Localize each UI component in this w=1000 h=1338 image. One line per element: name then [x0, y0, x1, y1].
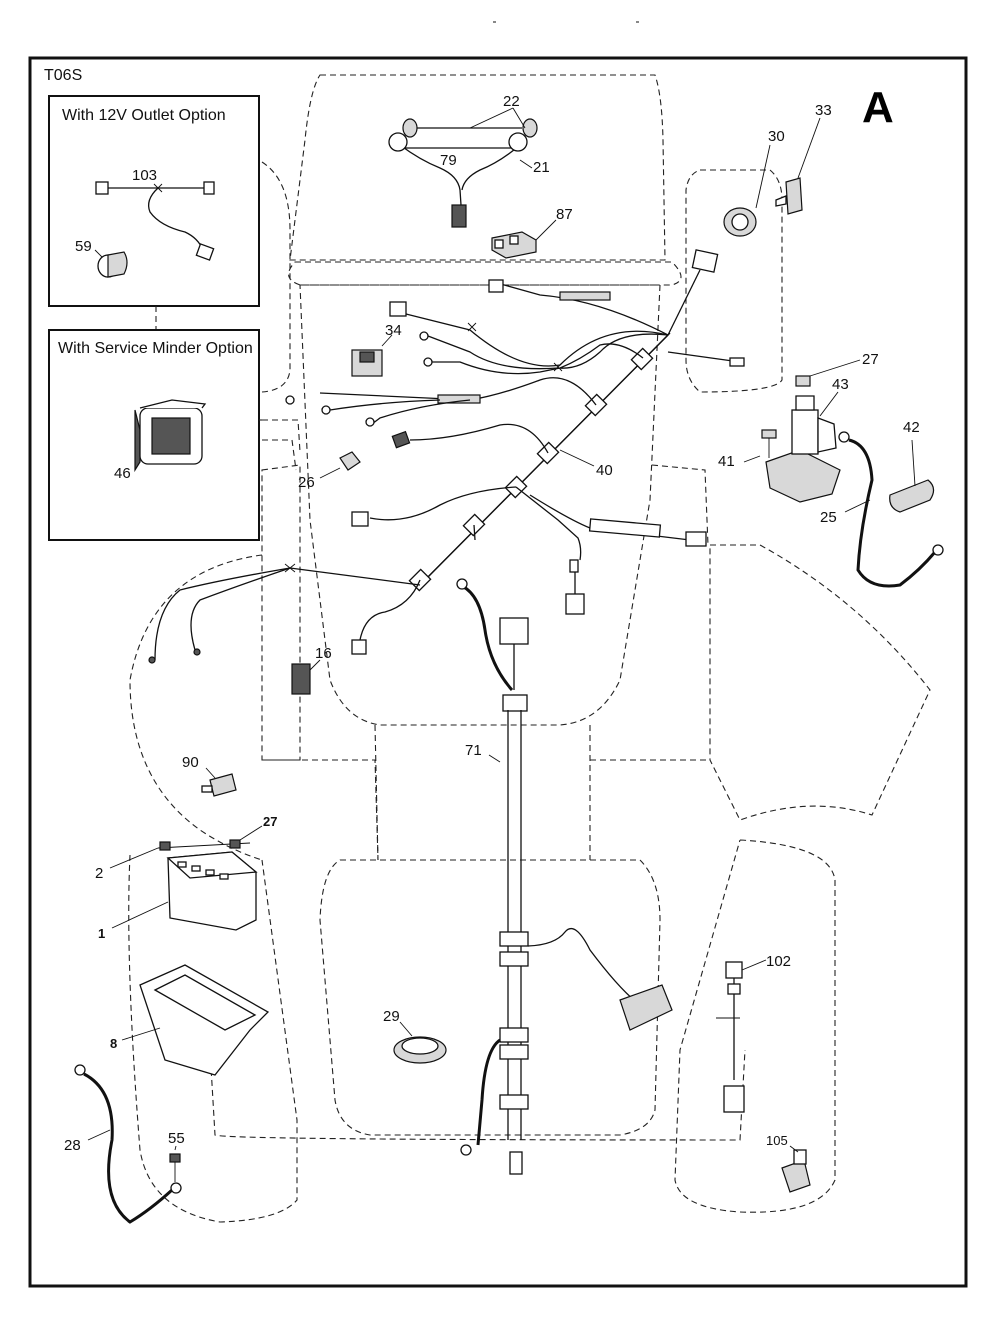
inset-service-minder-title: With Service Minder Option [58, 340, 253, 357]
part-label-16: 16 [315, 645, 332, 662]
part-label-33: 33 [815, 102, 832, 119]
part-label-40: 40 [596, 462, 613, 479]
tractor-outline [128, 21, 931, 1223]
grommet-29: 29 [383, 1008, 447, 1064]
part-label-30: 30 [768, 128, 785, 145]
part-label-43: 43 [832, 376, 849, 393]
inset-service-minder: With Service Minder Option 46 [48, 329, 260, 541]
part-label-1: 1 [98, 926, 105, 941]
diagram-code: T06S [44, 67, 82, 84]
battery-tray-8: 8 [110, 964, 270, 1076]
cable-25: 25 [820, 431, 944, 588]
part-label-29: 29 [383, 1008, 400, 1025]
part-label-59: 59 [75, 238, 92, 255]
relay-87: 87 [491, 206, 573, 259]
part-label-21: 21 [533, 159, 550, 176]
fuse-26: 26 [298, 451, 361, 491]
part-label-27-solenoid: 27 [862, 351, 879, 368]
part-label-71: 71 [465, 742, 482, 759]
inset-12v-outlet: With 12V Outlet Option 103 59 [48, 95, 260, 307]
part-label-103: 103 [132, 167, 157, 184]
diagram-frame [28, 56, 968, 1288]
fender-leads [148, 563, 421, 664]
part-label-102: 102 [766, 953, 791, 970]
harness-71: 71 [456, 578, 673, 1175]
sensor-105: 105 [766, 1133, 811, 1193]
headlight-harness: 22 79 21 [388, 93, 550, 228]
part-90: 90 [182, 754, 237, 797]
bolt-55: 55 [168, 1130, 185, 1182]
connector-16: 16 [291, 645, 332, 695]
part-label-22: 22 [503, 93, 520, 110]
harness-102: 102 [716, 953, 791, 1113]
part-label-41: 41 [718, 453, 735, 470]
part-label-8: 8 [110, 1036, 117, 1051]
nut-27: 27 [795, 351, 879, 387]
bolt-41: 41 [718, 429, 777, 470]
part-label-25: 25 [820, 509, 837, 526]
key-33: 33 [775, 102, 832, 215]
cable-28: 28 [64, 1064, 182, 1224]
battery-group: 2 27 1 [95, 814, 277, 941]
switch-34: 34 [351, 322, 402, 377]
part-label-2: 2 [95, 865, 103, 882]
ignition-switch-30: 30 [723, 128, 785, 237]
part-label-79: 79 [440, 152, 457, 169]
part-label-46: 46 [114, 465, 131, 482]
part-label-26: 26 [298, 474, 315, 491]
part-label-105: 105 [766, 1133, 788, 1148]
part-label-42: 42 [903, 419, 920, 436]
part-label-90: 90 [182, 754, 199, 771]
boot-42: 42 [889, 419, 935, 513]
part-label-55: 55 [168, 1130, 185, 1147]
section-letter: A [862, 83, 894, 132]
main-harness-40: 40 [285, 249, 745, 655]
part-label-27-battery: 27 [263, 814, 277, 829]
inset-12v-title: With 12V Outlet Option [62, 107, 226, 124]
part-label-28: 28 [64, 1137, 81, 1154]
solenoid-43: 43 [765, 376, 849, 503]
part-label-87: 87 [556, 206, 573, 223]
part-label-34: 34 [385, 322, 402, 339]
